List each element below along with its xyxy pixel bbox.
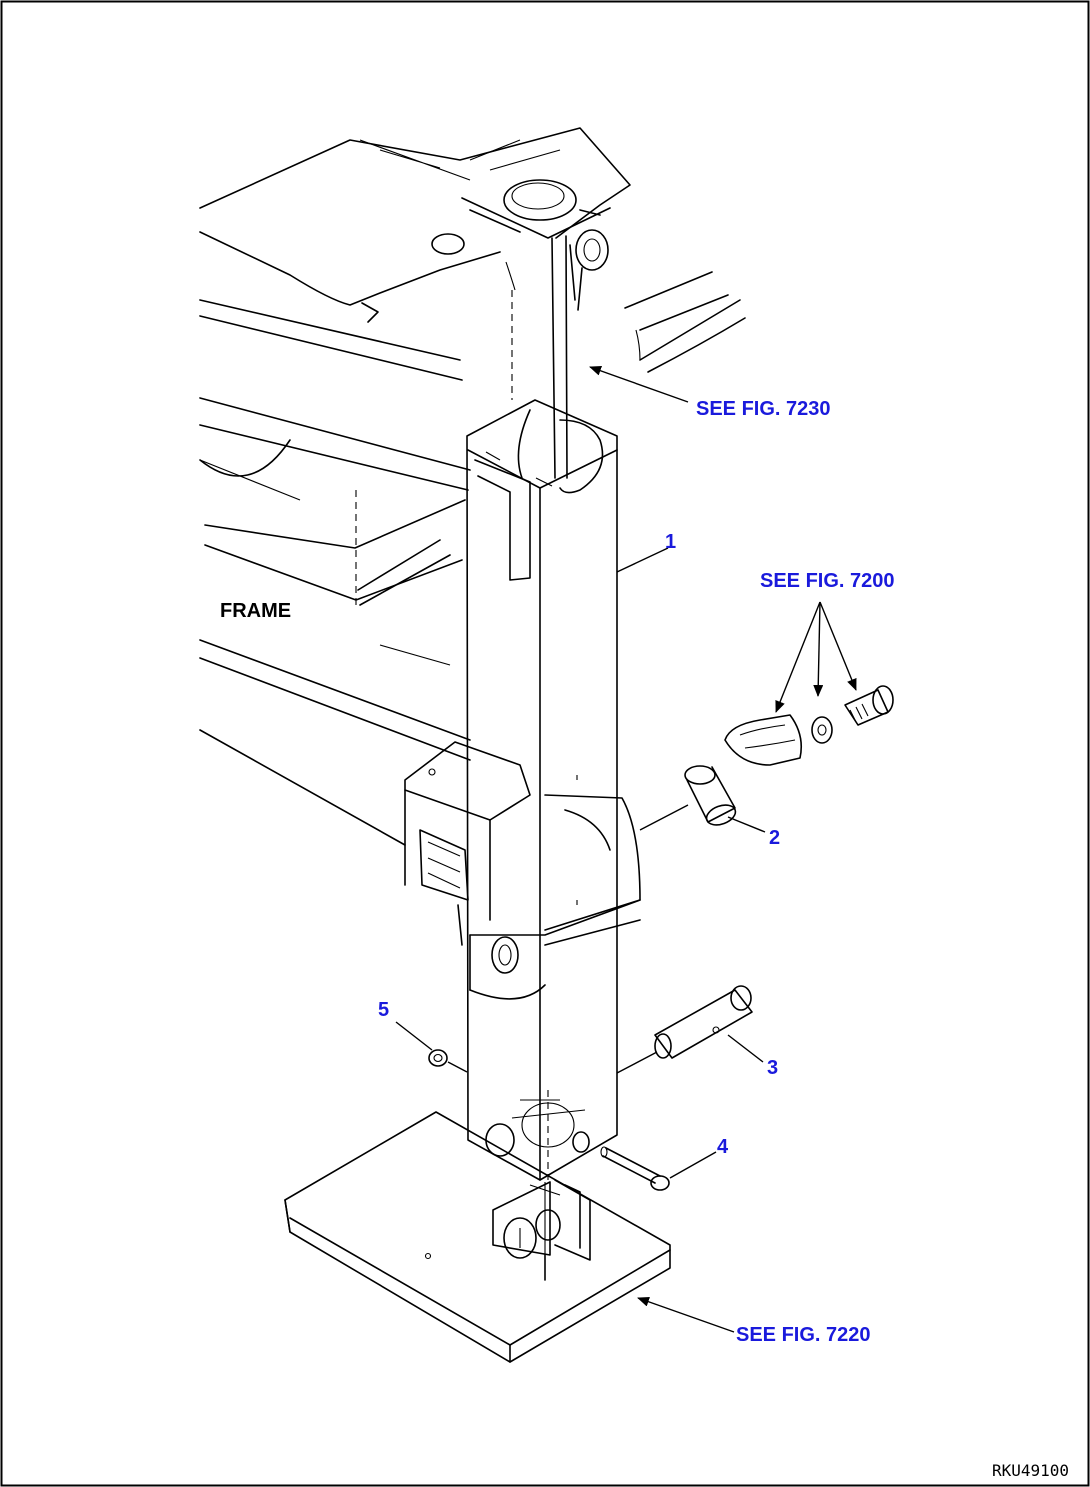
callout-part-2[interactable]: 2 xyxy=(769,827,780,849)
reference-fig-7200[interactable]: SEE FIG. 7200 xyxy=(760,570,895,592)
boom-column xyxy=(404,399,641,1181)
leader-lines xyxy=(395,365,857,1333)
frame-label: FRAME xyxy=(220,600,291,622)
frame-structure xyxy=(199,127,746,846)
part-3-pin xyxy=(654,985,753,1059)
part-4-bolt xyxy=(600,1146,670,1191)
fig-7200-hardware xyxy=(724,685,894,766)
drawing-code: RKU49100 xyxy=(992,1461,1069,1480)
callout-part-1[interactable]: 1 xyxy=(665,531,676,553)
upper-boom xyxy=(461,179,611,479)
part-5-nut xyxy=(428,1049,448,1067)
part-2-bushing xyxy=(684,765,737,826)
reference-fig-7220[interactable]: SEE FIG. 7220 xyxy=(736,1324,871,1346)
base-plate xyxy=(284,1111,671,1363)
callout-part-3[interactable]: 3 xyxy=(767,1057,778,1079)
reference-fig-7230[interactable]: SEE FIG. 7230 xyxy=(696,398,831,420)
callout-part-4[interactable]: 4 xyxy=(717,1136,729,1158)
callout-part-5[interactable]: 5 xyxy=(378,999,389,1021)
